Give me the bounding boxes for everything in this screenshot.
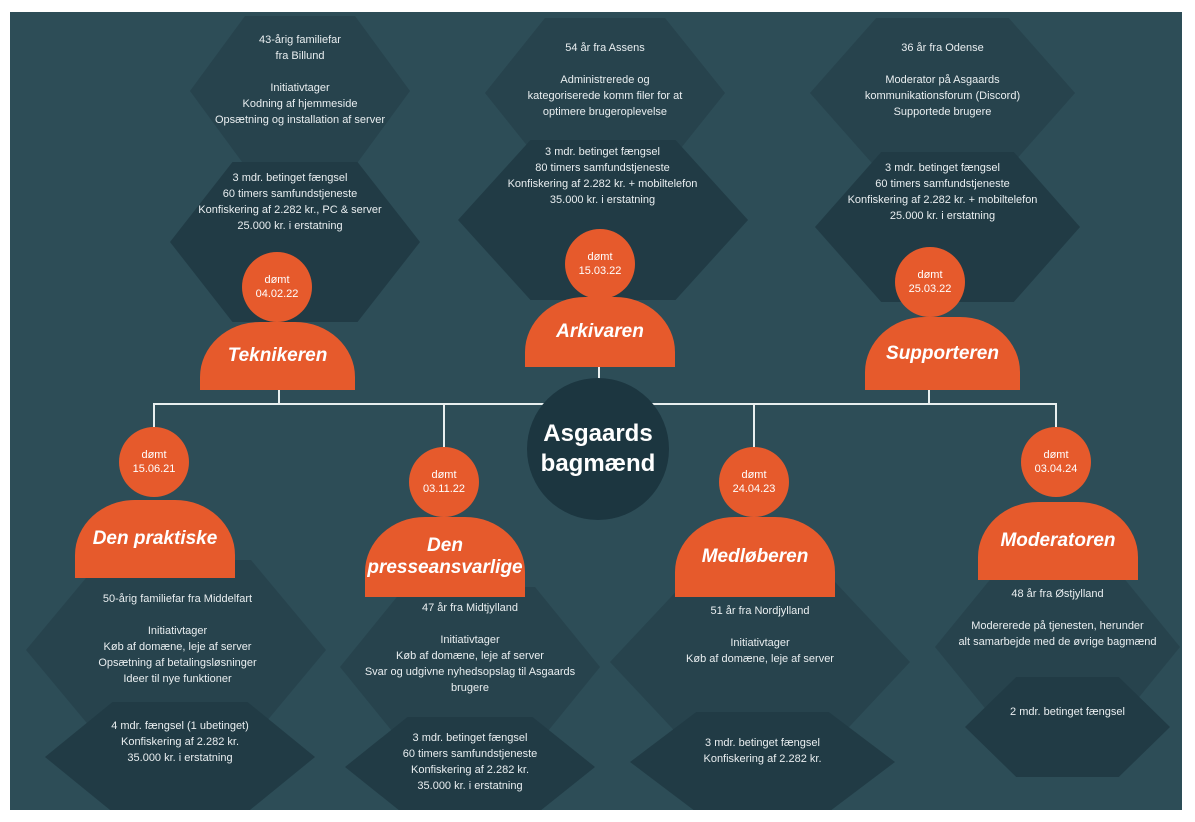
center-title: Asgaards bagmænd xyxy=(527,378,669,520)
arkivaren-verdict: dømt 15.03.22 xyxy=(565,229,635,299)
teknikeren-info: 43-årig familiefar fra Billund Initiativ… xyxy=(215,34,385,126)
supporteren-verdict-text: dømt 25.03.22 xyxy=(908,269,952,295)
supporteren-title: Supporteren xyxy=(886,342,999,364)
den-praktiske-info: 50-årig familiefar fra Middelfart Initia… xyxy=(98,593,257,685)
moderatoren-verdict-text: dømt 03.04.24 xyxy=(1034,449,1078,475)
moderatoren-title: Moderatoren xyxy=(1000,530,1116,551)
supporteren-body: Supporteren xyxy=(865,317,1020,390)
arkivaren-title: Arkivaren xyxy=(556,321,644,342)
medloeberen-sentence: 3 mdr. betinget fængsel Konfiskering af … xyxy=(703,737,822,765)
moderatoren-info: 48 år fra Østjylland Modererede på tjene… xyxy=(958,588,1157,648)
den-praktiske-verdict-text: dømt 15.06.21 xyxy=(132,449,176,475)
teknikeren-sentence: 3 mdr. betinget fængsel 60 timers samfun… xyxy=(198,172,382,232)
connector-den-praktiske xyxy=(153,403,155,427)
medloeberen-title: Medløberen xyxy=(701,546,809,567)
moderatoren-body: Moderatoren xyxy=(978,502,1138,580)
arkivaren-verdict-text: dømt 15.03.22 xyxy=(578,251,622,277)
connector-teknikeren xyxy=(278,390,280,404)
supporteren-info: 36 år fra Odense Moderator på Asgaards k… xyxy=(864,42,1021,118)
connector-supporteren xyxy=(928,390,930,404)
medloeberen-verdict: dømt 24.04.23 xyxy=(719,447,789,517)
teknikeren-verdict-text: dømt 04.02.22 xyxy=(255,274,299,300)
teknikeren-title: Teknikeren xyxy=(227,345,328,366)
arkivaren-sentence: 3 mdr. betinget fængsel 80 timers samfun… xyxy=(507,146,698,206)
medloeberen-info: 51 år fra Nordjylland Initiativtager Køb… xyxy=(686,605,834,665)
medloeberen-body: Medløberen xyxy=(675,517,835,597)
connector-moderatoren xyxy=(1055,403,1057,427)
medloeberen-verdict-text: dømt 24.04.23 xyxy=(732,469,776,495)
connector-medloeberen xyxy=(753,403,755,447)
den-presseansvarlige-sentence: 3 mdr. betinget fængsel 60 timers samfun… xyxy=(402,732,538,792)
den-praktiske-verdict: dømt 15.06.21 xyxy=(119,427,189,497)
den-praktiske-body: Den praktiske xyxy=(75,500,235,578)
connector-den-presseansvarlige xyxy=(443,403,445,447)
den-presseansvarlige-verdict-text: dømt 03.11.22 xyxy=(422,469,465,495)
diagram-board: Asgaards bagmænd 43-årig familiefar fra … xyxy=(10,12,1182,810)
den-presseansvarlige-info: 47 år fra Midtjylland Initiativtager Køb… xyxy=(364,602,576,694)
den-praktiske-sentence: 4 mdr. fængsel (1 ubetinget) Konfiskerin… xyxy=(111,720,249,764)
supporteren-sentence: 3 mdr. betinget fængsel 60 timers samfun… xyxy=(847,162,1038,222)
den-presseansvarlige-verdict: dømt 03.11.22 xyxy=(409,447,479,517)
den-presseansvarlige-body: Den presseansvarlige xyxy=(365,517,525,597)
center-title-text: Asgaards bagmænd xyxy=(540,420,656,477)
arkivaren-body: Arkivaren xyxy=(525,297,675,367)
den-praktiske-title: Den praktiske xyxy=(92,528,218,549)
arkivaren-info: 54 år fra Assens Administrerede og kateg… xyxy=(527,42,683,118)
teknikeren-verdict: dømt 04.02.22 xyxy=(242,252,312,322)
den-presseansvarlige-title: Den presseansvarlige xyxy=(367,535,523,578)
moderatoren-sentence: 2 mdr. betinget fængsel xyxy=(1010,706,1125,718)
supporteren-verdict: dømt 25.03.22 xyxy=(895,247,965,317)
teknikeren-body: Teknikeren xyxy=(200,322,355,390)
moderatoren-verdict: dømt 03.04.24 xyxy=(1021,427,1091,497)
